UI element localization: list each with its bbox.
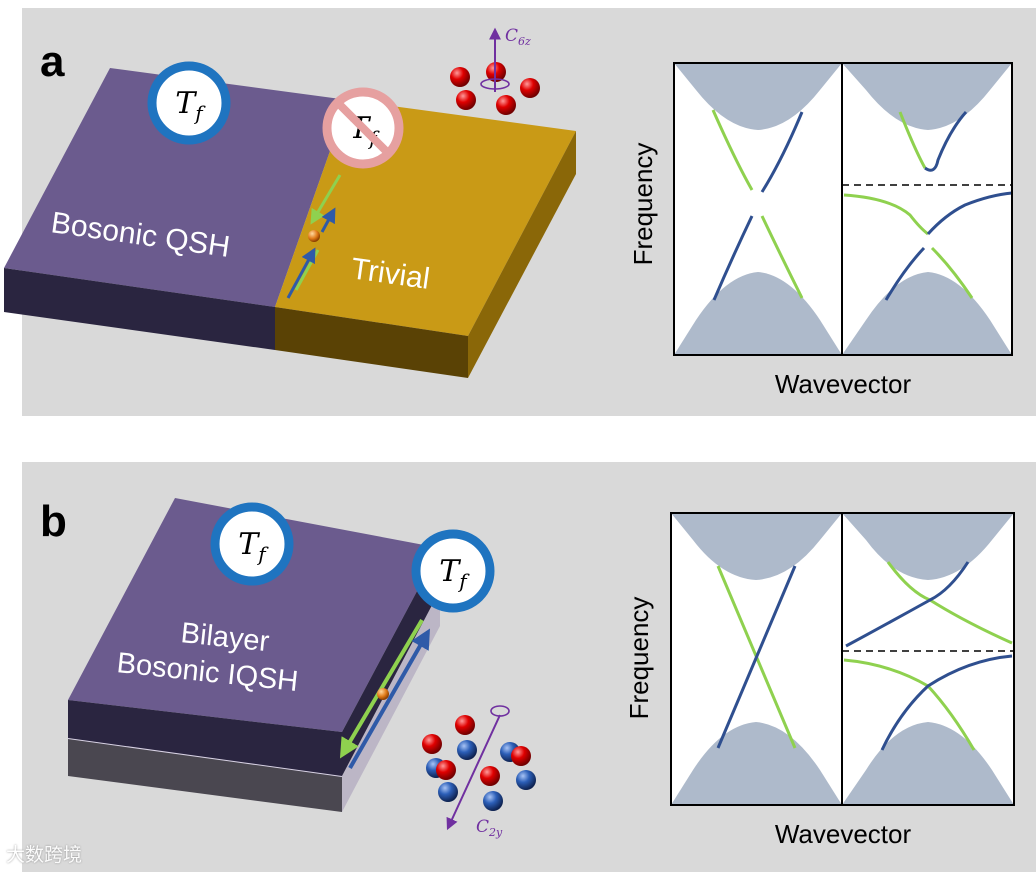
boson-particle	[377, 688, 389, 700]
panel-a-label: a	[40, 37, 65, 86]
top-layer-top-face	[68, 498, 440, 732]
edge-state-green	[930, 246, 974, 299]
c6z-rotation: C6z	[450, 26, 540, 115]
edge-arrow-blue	[348, 628, 430, 769]
watermark: 大数跨境	[6, 844, 83, 866]
trivial-side-face	[468, 131, 576, 378]
edge-state-blue	[924, 111, 968, 172]
bulk-band-upper	[674, 63, 842, 130]
tf-symbol-qsh: Tf	[147, 61, 231, 145]
atom-red	[450, 67, 470, 87]
atom-red	[455, 715, 475, 735]
edge-arrow-blue-up-2	[320, 207, 336, 233]
side-edge-states	[339, 618, 430, 769]
bulk-band-lower	[842, 722, 1014, 805]
bulk-band-upper	[842, 513, 1014, 580]
edge-state-blue	[845, 561, 970, 648]
rotation-circle-icon	[490, 705, 510, 717]
bilayer-top-slab	[68, 498, 440, 776]
plot-a-ylabel: Frequency	[628, 143, 658, 266]
tf-main: T	[439, 554, 461, 589]
band-plot-b: Frequency Wavevector	[624, 512, 1015, 849]
atom-red	[511, 746, 531, 766]
bulk-band-lower	[842, 272, 1012, 355]
svg-text:C6z: C6z	[505, 26, 531, 48]
edge-state-blue	[880, 654, 1013, 751]
qsh-front-face	[4, 268, 275, 350]
top-layer-front	[68, 700, 342, 776]
atom-blue	[457, 740, 477, 760]
edge-state-green	[898, 111, 927, 169]
c6z-sub: 6z	[518, 35, 531, 48]
qsh-top-face	[4, 68, 348, 307]
atom-blue	[438, 782, 458, 802]
edge-state-green	[760, 215, 804, 299]
c2y-sub: 2y	[488, 826, 503, 839]
interface-edge-states	[286, 174, 342, 299]
atom-red	[422, 734, 442, 754]
rotation-circle-icon	[480, 78, 510, 90]
tf-main: T	[175, 86, 197, 121]
edge-state-blue	[716, 565, 797, 749]
c2y-rotation: C2y	[422, 705, 536, 839]
forbidden-slash	[335, 100, 391, 156]
bulk-band-lower	[674, 272, 842, 355]
svg-text:C2y: C2y	[476, 817, 503, 839]
plot-b-ylabel: Frequency	[624, 597, 654, 720]
plot-b-right-frame	[841, 512, 1015, 806]
top-layer-side	[342, 548, 440, 776]
edge-state-blue	[926, 191, 1013, 236]
rotation-axis-arrow	[446, 714, 501, 831]
tf-symbol-broken: Tf	[322, 87, 404, 169]
edge-arrow-green-down	[310, 174, 342, 225]
atom-red	[520, 78, 540, 98]
band-plot-a: Frequency Wavevector	[628, 62, 1013, 399]
c2y-main: C	[476, 817, 489, 837]
boson-particle	[308, 230, 320, 242]
trivial-front-face	[275, 307, 468, 378]
bulk-band-upper	[842, 63, 1012, 130]
edge-state-blue	[884, 246, 926, 301]
edge-arrow-blue-up	[286, 247, 316, 299]
edge-state-blue	[760, 111, 804, 193]
atom-blue	[483, 791, 503, 811]
atom-red	[456, 90, 476, 110]
bulk-band-lower	[671, 722, 842, 805]
edge-arrow-green	[339, 618, 424, 759]
tf-symbol-side: Tf	[411, 529, 495, 613]
tf-symbol-top: Tf	[210, 502, 294, 586]
bottom-layer-front	[68, 738, 342, 812]
atom-red	[480, 766, 500, 786]
edge-state-green	[843, 193, 929, 236]
panel-b: b Bilayer Bosonic IQSH Tf	[40, 497, 1015, 849]
atom-red	[496, 95, 516, 115]
edge-state-green	[711, 109, 754, 191]
panel-b-label: b	[40, 497, 67, 546]
c6z-main: C	[505, 26, 518, 46]
panel-a: a Bosonic QSH Trivial Tf	[4, 26, 1013, 399]
plot-b-xlabel: Wavevector	[775, 819, 912, 849]
plot-a-right-frame	[841, 62, 1013, 356]
atom-red	[436, 760, 456, 780]
atom-blue	[516, 770, 536, 790]
edge-state-blue	[712, 215, 754, 301]
bulk-band-upper	[671, 513, 842, 580]
qsh-slab	[4, 68, 348, 350]
tf-main: T	[238, 527, 260, 562]
plot-a-xlabel: Wavevector	[775, 369, 912, 399]
